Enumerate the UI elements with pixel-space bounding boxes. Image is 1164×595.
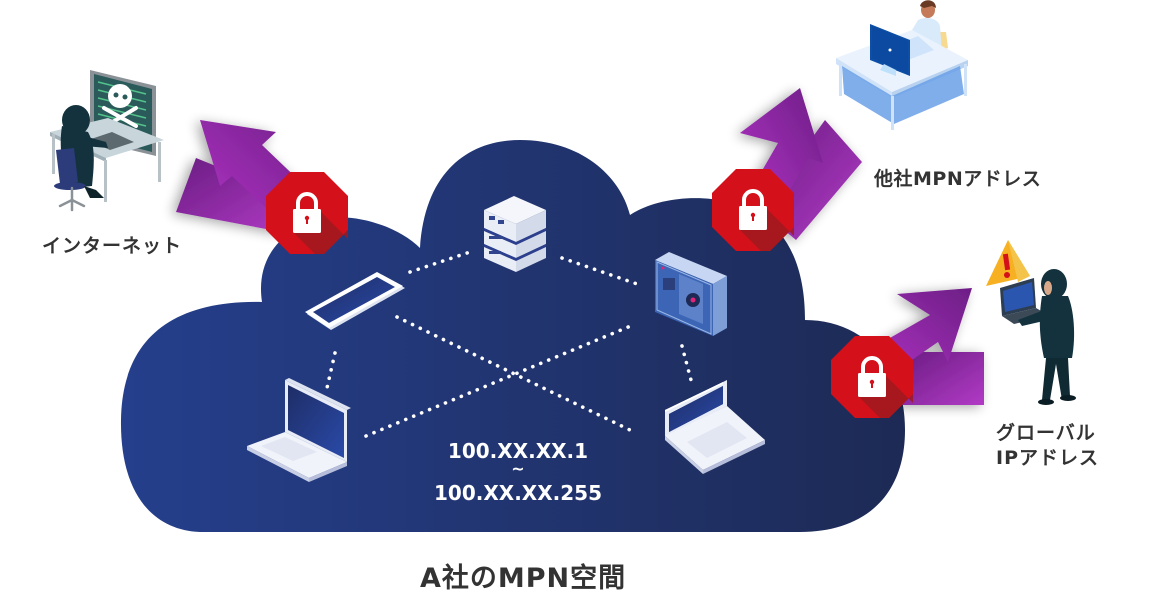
warning-icon [986, 240, 1030, 286]
link-camera-laptop-right [680, 344, 693, 382]
link-smartphone-server [408, 250, 472, 274]
link-smartphone-laptop-left [325, 351, 337, 390]
office-worker-at-desk-figure [836, 0, 968, 130]
link-camera-laptop-left [364, 323, 635, 438]
skull-icon [108, 84, 132, 108]
smartphone-icon [305, 272, 405, 330]
link-smartphone-laptop-right [395, 315, 634, 433]
lock-badge-other-company [712, 169, 794, 251]
laptop-icon [247, 378, 351, 482]
ip-range-separator: ~ [511, 459, 525, 478]
internet-label: インターネット [42, 235, 183, 257]
lock-badge-internet [266, 172, 348, 254]
global-ip-label-line1: グローバル [996, 422, 1096, 444]
hacker-at-desk-figure [50, 70, 164, 212]
padlock-icon [858, 356, 886, 397]
ip-range-end: 100.XX.XX.255 [434, 481, 602, 505]
lock-badge-global-ip [831, 336, 913, 418]
padlock-icon [293, 192, 321, 233]
camera-icon [655, 252, 727, 336]
global-ip-label-line2: IPアドレス [996, 447, 1099, 469]
connection-lines [325, 250, 693, 438]
hacker-with-laptop-figure [986, 240, 1076, 405]
ip-range-start: 100.XX.XX.1 [447, 439, 589, 463]
diagram-title: A社のMPN空間 [420, 563, 627, 594]
other-company-mpn-label: 他社MPNアドレス [874, 168, 1042, 190]
laptop-icon [665, 380, 765, 474]
server-icon [484, 196, 546, 272]
padlock-icon [739, 189, 767, 230]
link-server-camera [560, 256, 642, 287]
global-ip-label: グローバル IPアドレス [996, 421, 1099, 471]
